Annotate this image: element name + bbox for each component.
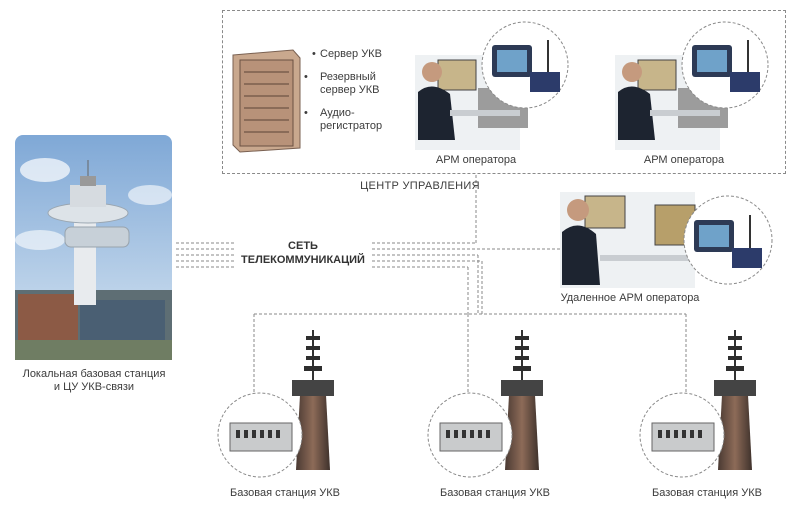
operator-workstation-1-image <box>415 21 569 150</box>
server-list: •Сервер УКВ •Резервный сервер УКВ •Аудио… <box>304 48 400 143</box>
server-item-3: •Аудио-регистратор <box>304 107 383 132</box>
workstation-label-2: АРМ оператора <box>643 154 725 166</box>
operator-workstation-2-image <box>615 21 769 150</box>
server-item-2: •Резервный сервер УКВ <box>304 71 380 96</box>
control-center-title: ЦЕНТР УПРАВЛЕНИЯ <box>360 180 480 192</box>
remote-workstation-image <box>560 192 773 288</box>
network-title-line2: ТЕЛЕКОММУНИКАЦИЙ <box>241 254 365 266</box>
base-station-3-image <box>639 330 756 478</box>
server-rack-image <box>232 49 301 153</box>
local-station-label-line2: и ЦУ УКВ-связи <box>53 381 135 393</box>
workstation-label-1: АРМ оператора <box>435 154 517 166</box>
base-station-label-2: Базовая станция УКВ <box>440 487 550 499</box>
base-station-label-1: Базовая станция УКВ <box>230 487 340 499</box>
local-station-label: Локальная базовая станция и ЦУ УКВ-связи <box>8 368 180 394</box>
server-item-1: •Сервер УКВ <box>312 48 382 60</box>
network-title: СЕТЬ ТЕЛЕКОММУНИКАЦИЙ <box>236 239 370 267</box>
control-center-box <box>222 10 786 174</box>
local-station-photo <box>15 135 172 360</box>
network-title-line1: СЕТЬ <box>288 240 318 252</box>
base-station-2-image <box>427 330 543 478</box>
local-station-label-line1: Локальная базовая станция <box>22 368 166 380</box>
base-station-label-3: Базовая станция УКВ <box>652 487 762 499</box>
base-station-1-image <box>217 330 334 478</box>
remote-workstation-label: Удаленное АРМ оператора <box>560 292 700 304</box>
